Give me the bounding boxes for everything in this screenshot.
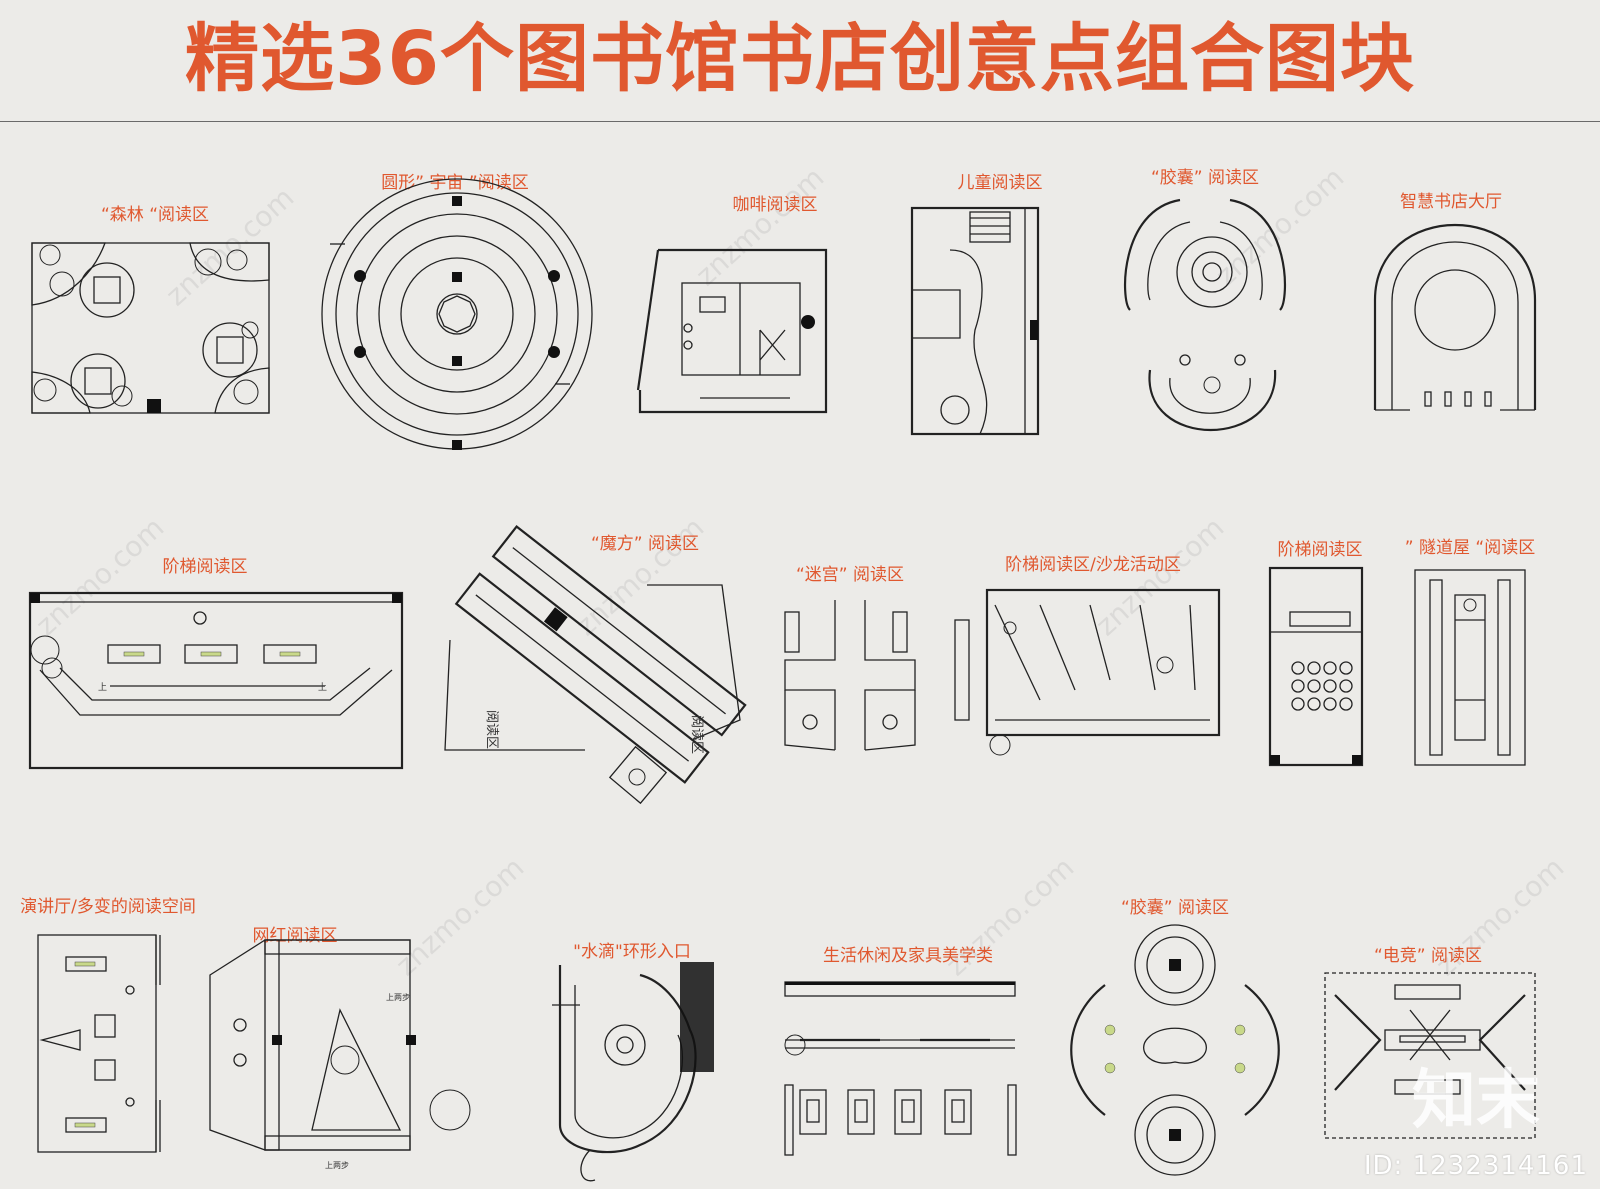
plan-text-note: 上两步 <box>325 1161 349 1170</box>
plan-waterdrop <box>552 962 714 1182</box>
plan-stair-1 <box>28 591 404 770</box>
label-lifestyle: 生活休闲及家具美学类 <box>823 946 993 966</box>
plan-text-reading: 阅读区 <box>689 715 704 754</box>
label-tunnel: ” 隧道屋 “阅读区 <box>1404 538 1536 558</box>
label-capsule-1: “胶囊” 阅读区 <box>1150 168 1260 188</box>
plan-capsule-1 <box>1123 198 1287 432</box>
plan-maze <box>784 600 916 751</box>
label-capsule-2: “胶囊” 阅读区 <box>1120 898 1230 918</box>
image-id-label: ID: 1232314161 <box>1363 1151 1588 1181</box>
plan-children <box>910 206 1040 436</box>
label-influencer: 网红阅读区 <box>252 926 338 946</box>
label-smart-hall: 智慧书店大厅 <box>1400 192 1502 212</box>
plan-coffee <box>636 248 828 414</box>
label-circle-universe: 圆形” 宇宙 ”阅读区 <box>381 173 529 193</box>
plan-stair-salon <box>954 588 1221 756</box>
label-rubik: “魔方” 阅读区 <box>590 534 700 554</box>
plan-tunnel <box>1414 569 1526 766</box>
plan-stair-2 <box>1268 566 1364 767</box>
plan-text-up: 上 <box>318 682 327 693</box>
label-stair-2: 阶梯阅读区 <box>1277 540 1363 560</box>
label-waterdrop: "水滴"环形入口 <box>573 942 691 962</box>
label-stair-salon: 阶梯阅读区/沙龙活动区 <box>1005 555 1181 575</box>
plan-smart-hall <box>1373 224 1537 411</box>
brand-logo: 知末 <box>1412 1064 1540 1138</box>
page-title: 精选36个图书馆书店创意点组合图块 <box>185 16 1415 102</box>
plan-influencer <box>209 939 471 1151</box>
plan-lifestyle <box>784 981 1017 1156</box>
label-esports: “电竞” 阅读区 <box>1373 946 1483 966</box>
label-coffee: 咖啡阅读区 <box>732 195 818 215</box>
label-stair-1: 阶梯阅读区 <box>162 557 248 577</box>
title-divider <box>0 121 1600 122</box>
label-children: 儿童阅读区 <box>957 173 1043 193</box>
label-maze: “迷宫” 阅读区 <box>795 565 905 585</box>
plan-text-note: 上两步 <box>386 993 410 1002</box>
label-lecture: 演讲厅/多变的阅读空间 <box>20 897 196 917</box>
label-forest: “森林 “阅读区 <box>100 205 210 225</box>
plan-text-up: 上 <box>98 682 107 693</box>
plan-esports <box>1324 972 1536 1139</box>
plan-forest <box>31 242 270 414</box>
plan-capsule-2 <box>1070 924 1280 1176</box>
plan-text-reading: 阅读区 <box>484 710 499 749</box>
plan-lecture <box>37 934 161 1153</box>
plan-circle-universe <box>321 178 593 450</box>
plan-rubik <box>444 524 747 805</box>
